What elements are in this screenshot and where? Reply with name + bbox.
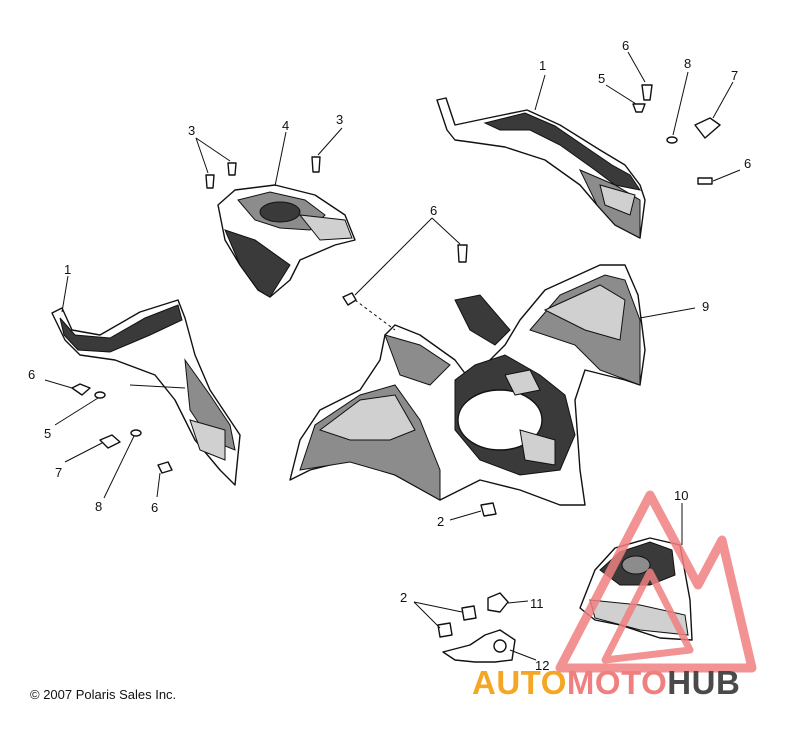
part-1-left-cover <box>51 299 241 486</box>
screw-6-left <box>71 383 91 396</box>
nut-11 <box>487 592 509 613</box>
screw-3-a <box>205 174 215 189</box>
nut-6-center <box>342 292 357 306</box>
screw-3-b <box>227 162 237 176</box>
brand-hub: HUB <box>667 664 741 701</box>
brand-moto: MOTO <box>566 664 668 701</box>
callout-3-left: 3 <box>188 123 195 138</box>
washer-5-top <box>632 103 646 113</box>
screw-6-center <box>457 244 468 263</box>
callout-6-bottom-left: 6 <box>151 500 158 515</box>
screw-3-c <box>311 156 321 173</box>
washer-5-left <box>94 391 106 399</box>
callout-6-top: 6 <box>622 38 629 53</box>
leader-lines <box>44 51 741 661</box>
callout-2-center: 2 <box>437 514 444 529</box>
callout-6-left: 6 <box>28 367 35 382</box>
watermark-brand: AUTOMOTOHUB <box>472 664 740 702</box>
callout-2-bottom: 2 <box>400 590 407 605</box>
callout-3-right: 3 <box>336 112 343 127</box>
callout-8-left: 8 <box>95 499 102 514</box>
callout-5-top: 5 <box>598 71 605 86</box>
part-10-housing <box>579 537 693 641</box>
callout-10: 10 <box>674 488 688 503</box>
rivet-7-left <box>99 434 121 449</box>
callout-11: 11 <box>530 596 544 611</box>
callout-1-left: 1 <box>64 262 71 277</box>
brand-auto: AUTO <box>472 664 567 701</box>
screw-2-bottom-b <box>437 622 453 638</box>
fasteners <box>71 84 721 638</box>
callout-8-top: 8 <box>684 56 691 71</box>
screw-2-center <box>480 502 497 517</box>
rivet-7-top <box>694 117 721 139</box>
part-4-cover <box>217 184 356 298</box>
callout-7-left: 7 <box>55 465 62 480</box>
callout-6-center: 6 <box>430 203 437 218</box>
callout-1-top: 1 <box>539 58 546 73</box>
part-1-right-cover <box>436 97 646 239</box>
washer-8-top <box>666 136 678 144</box>
part-12-bracket <box>442 629 516 663</box>
screw-2-bottom-a <box>461 605 477 621</box>
callout-9: 9 <box>702 299 709 314</box>
copyright-text: © 2007 Polaris Sales Inc. <box>30 687 177 702</box>
screw-6-top <box>641 84 653 101</box>
callout-7-top: 7 <box>731 68 738 83</box>
callout-12: 12 <box>535 658 549 673</box>
callout-numbers: 1 6 5 8 7 6 3 4 3 6 1 9 6 5 7 8 6 2 10 2… <box>28 38 751 673</box>
watermark-logo <box>555 490 757 673</box>
callout-6-top-right: 6 <box>744 156 751 171</box>
callout-4: 4 <box>282 118 289 133</box>
part-9-front-cover <box>289 264 646 506</box>
washer-8-left <box>130 429 142 437</box>
callout-5-left: 5 <box>44 426 51 441</box>
screw-6-right <box>697 177 713 185</box>
nut-6-bottom-left <box>157 461 173 474</box>
